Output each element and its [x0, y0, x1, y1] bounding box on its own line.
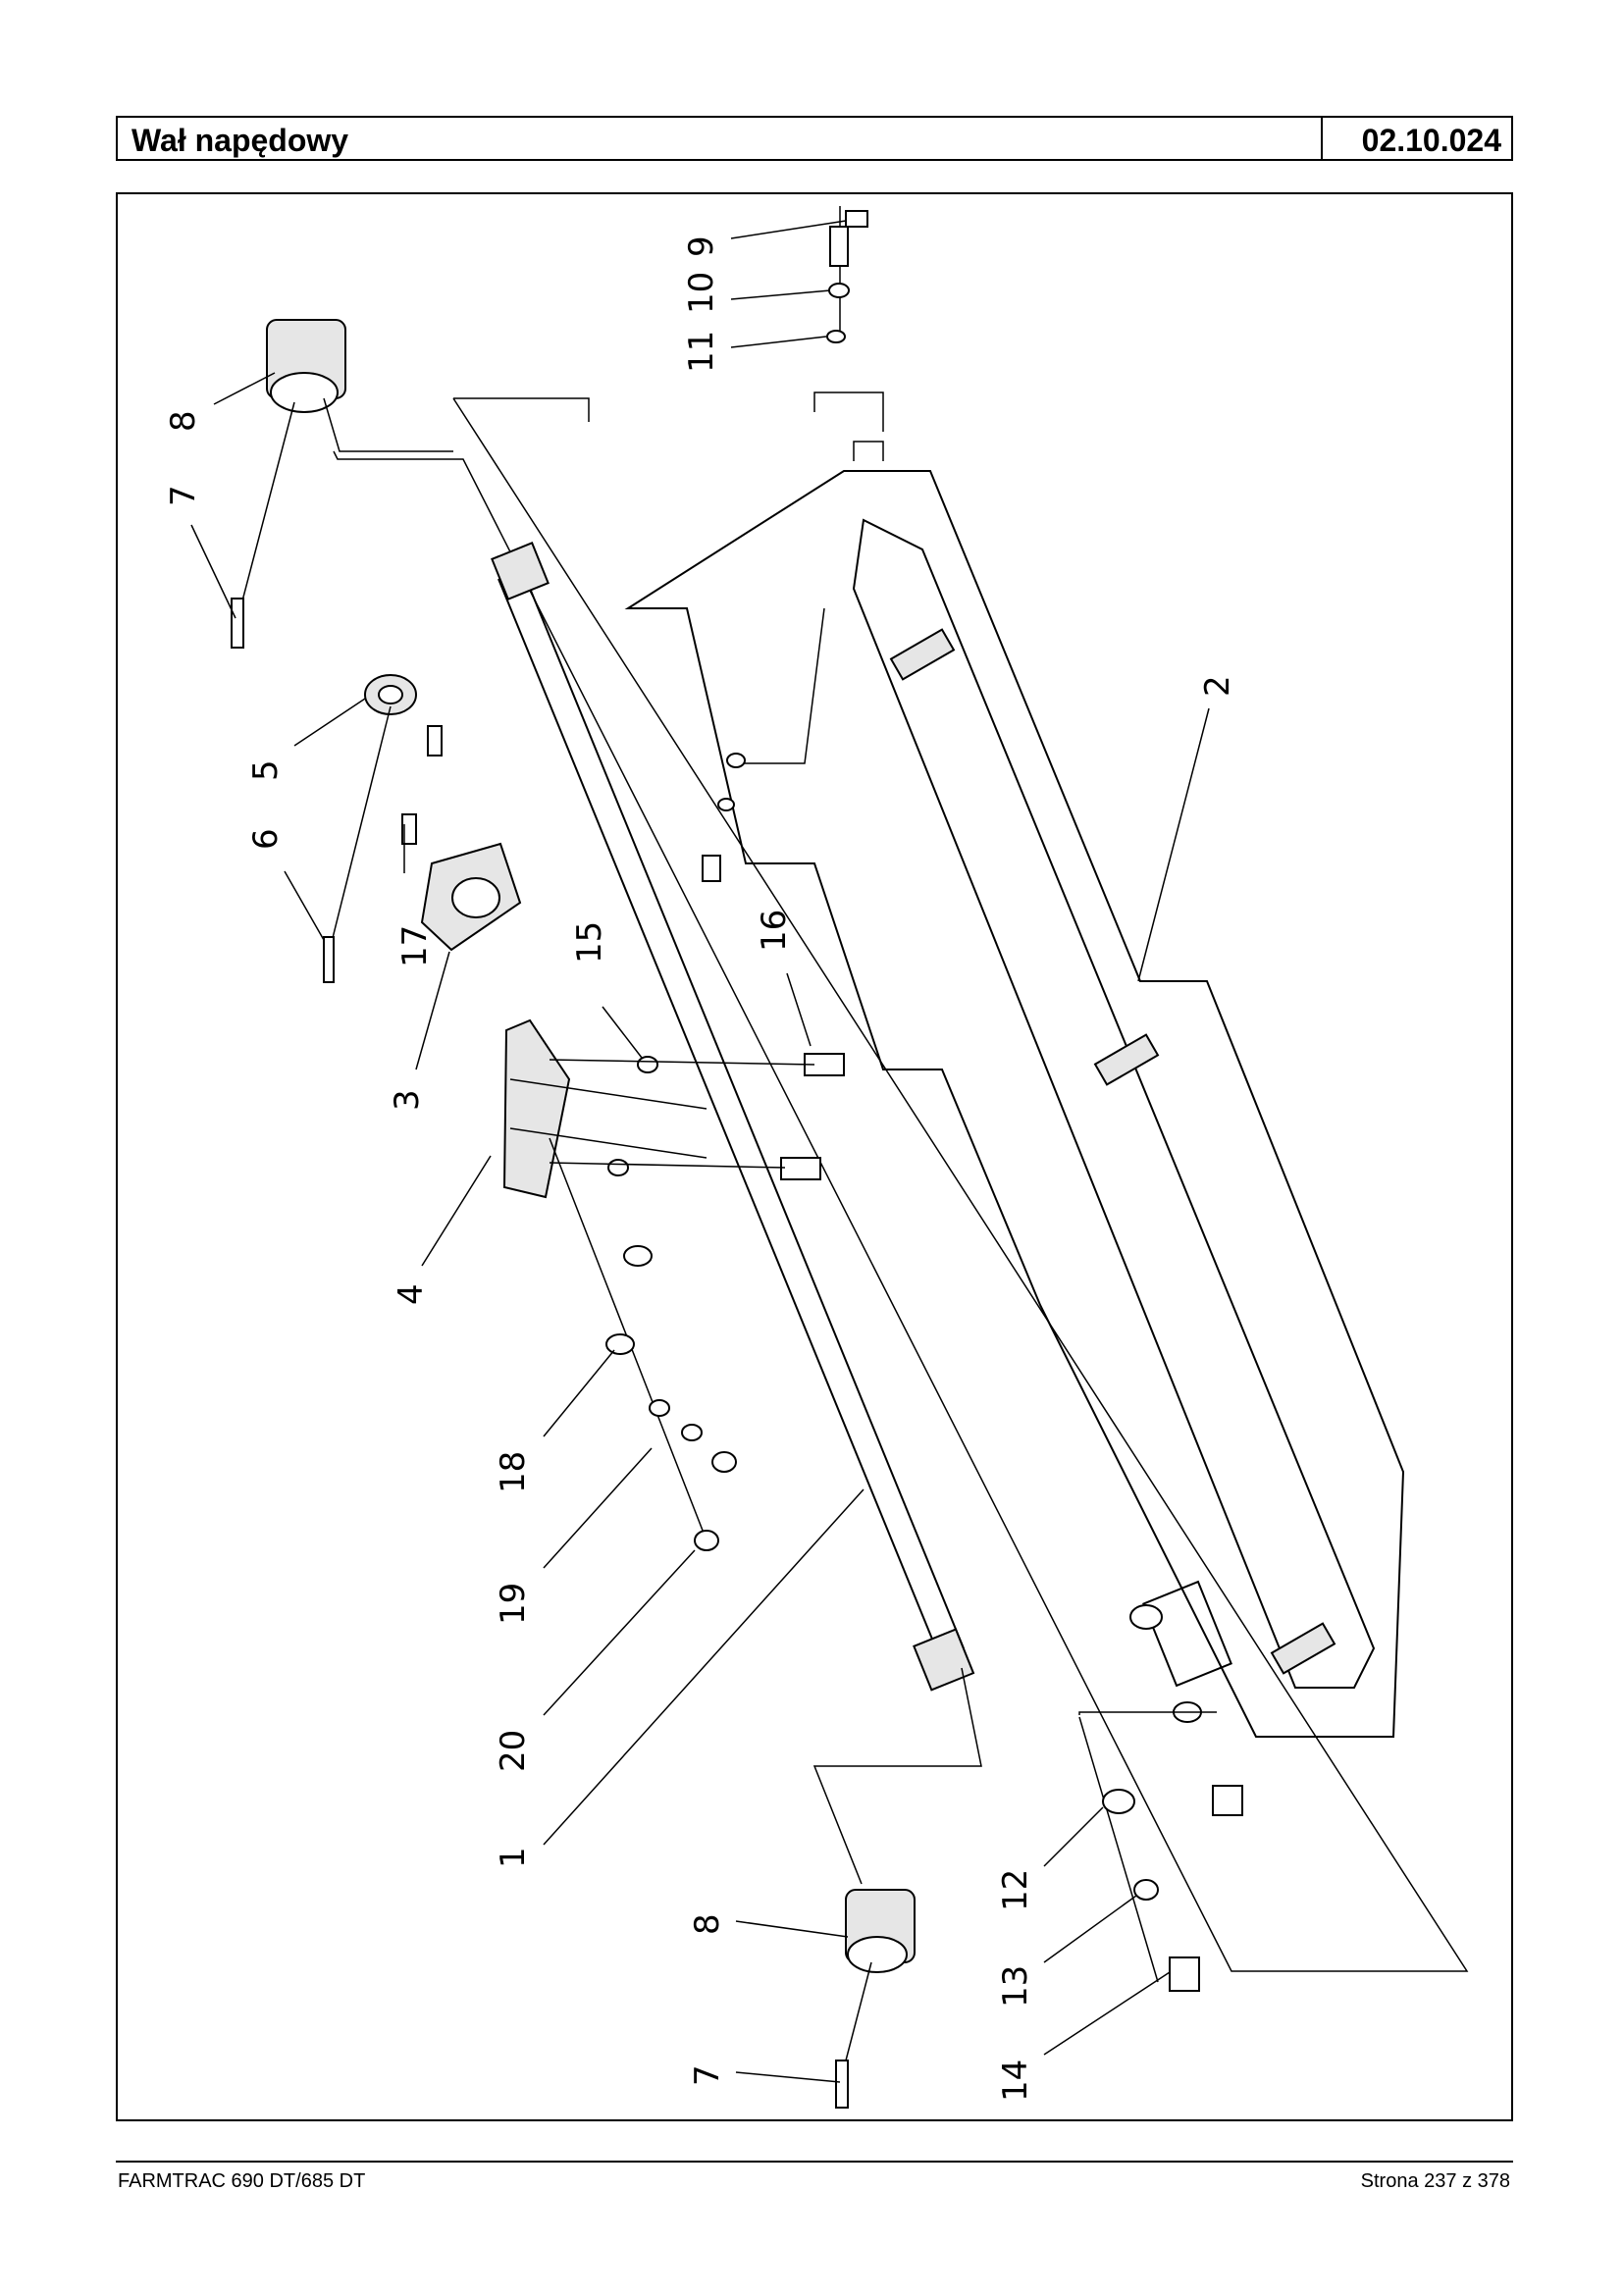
- top-bolt-stack: [826, 206, 868, 343]
- callout-20: 20: [494, 1730, 533, 1772]
- callout-18: 18: [494, 1451, 533, 1493]
- shaft-link-lower: [812, 1667, 982, 1885]
- callout-4: 4: [392, 1283, 431, 1305]
- callout-15: 15: [570, 921, 609, 964]
- cover-link: [813, 391, 884, 432]
- cover-fasteners: [702, 607, 825, 882]
- callout-7-lower: 7: [688, 2064, 727, 2086]
- bracket-part: [502, 1018, 707, 1199]
- code-cell: 02.10.024: [1321, 118, 1511, 159]
- bushing-upper-link: [323, 397, 453, 452]
- bushing-lower: [835, 1889, 916, 2109]
- bushing-upper: [231, 319, 346, 649]
- callout-12: 12: [996, 1869, 1035, 1911]
- bearing-flange: [401, 725, 522, 952]
- callout-11: 11: [682, 331, 721, 373]
- callout-3: 3: [388, 1089, 427, 1111]
- callout-13: 13: [996, 1965, 1035, 2008]
- callout-17: 17: [395, 925, 435, 967]
- callout-1: 1: [494, 1847, 533, 1868]
- drive-shaft: [491, 542, 975, 1692]
- callout-7-upper: 7: [164, 485, 203, 506]
- callout-5: 5: [246, 759, 286, 781]
- callout-8-upper: 8: [164, 410, 203, 432]
- callout-2: 2: [1198, 675, 1237, 697]
- washer-chain: [549, 1137, 737, 1551]
- diagram-frame: [116, 192, 1513, 2121]
- header-bar: Wał napędowy 02.10.024: [116, 116, 1513, 161]
- callout-8-lower: 8: [688, 1913, 727, 1935]
- page-title: Wał napędowy: [131, 123, 349, 158]
- callout-9: 9: [682, 235, 721, 257]
- plane-outline-top: [453, 397, 590, 422]
- leader-lines: [190, 220, 1210, 2083]
- callout-10: 10: [682, 272, 721, 314]
- callout-19: 19: [494, 1583, 533, 1625]
- footer-model: FARMTRAC 690 DT/685 DT: [118, 2170, 366, 2192]
- section-code: 02.10.024: [1361, 123, 1501, 158]
- lower-bolt-stack: [1078, 1604, 1243, 1992]
- callout-6: 6: [246, 828, 286, 850]
- callout-14: 14: [996, 2060, 1035, 2102]
- collar-part: [323, 674, 417, 983]
- footer-divider: [116, 2161, 1513, 2163]
- bolt-pair: [549, 1053, 845, 1180]
- footer-page-number: Strona 237 z 378: [1360, 2170, 1510, 2192]
- cover-plate: [624, 441, 1405, 1738]
- callout-16: 16: [755, 910, 794, 952]
- plane-outline: [333, 397, 1469, 1972]
